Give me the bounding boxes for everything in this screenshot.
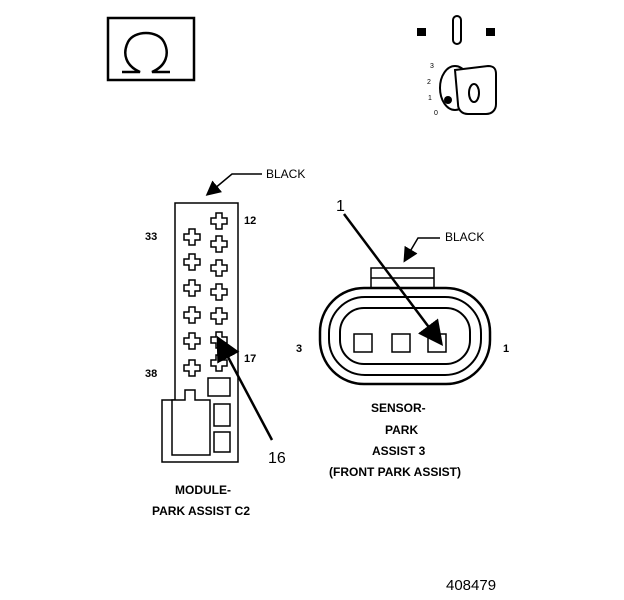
sensor-title-line1: SENSOR- [371,401,426,415]
figure-number: 408479 [446,577,496,594]
module-color-leader [205,173,262,196]
key-icon [439,64,497,115]
module-connector-latch [171,389,211,456]
sensor-pin-label-1: 1 [503,343,509,355]
ohmmeter-frame [106,16,196,82]
off-indicator-right [486,28,495,36]
sensor-pin-2 [391,333,411,353]
pin-cavity-blank [207,377,231,397]
sensor-pin-label-3: 3 [296,343,302,355]
sensor-title-line2: PARK [385,423,418,437]
omega-icon [122,31,170,74]
ignition-switch-icon: 3 2 1 0 [417,15,497,117]
key-position-0: 0 [434,110,438,117]
key-slot-icon [452,15,462,45]
sensor-pin-3 [353,333,373,353]
sensor-color-label: BLACK [445,230,484,244]
sensor-title-line3: ASSIST 3 [372,444,426,458]
pin-cavity-blank [213,403,231,427]
pin-label-33: 33 [145,231,157,243]
pin-label-17: 17 [244,353,256,365]
module-connector: BLACK 33 12 38 17 16 MODULE- PARK ASSIST… [145,167,305,518]
module-color-label: BLACK [266,167,305,181]
sensor-color-leader [403,237,440,263]
key-position-2: 2 [427,79,431,86]
pin-label-12: 12 [244,215,256,227]
pin-label-38: 38 [145,368,157,380]
module-title-line2: PARK ASSIST C2 [152,504,250,518]
sensor-title-line4: (FRONT PARK ASSIST) [329,465,461,479]
sensor-connector: BLACK 1 3 1 SENSOR- PARK ASSIST 3 (FRONT… [296,198,509,479]
callout-1: 1 [336,198,345,215]
ohmmeter-symbol [106,16,196,82]
callout-1-leader [343,213,443,346]
off-indicator-left [417,28,426,36]
key-position-1: 1 [428,95,432,102]
key-position-3: 3 [430,63,434,70]
module-title-line1: MODULE- [175,483,231,497]
callout-16-leader [216,335,274,441]
callout-16: 16 [268,450,286,467]
pin-cavity-blank [213,431,231,453]
